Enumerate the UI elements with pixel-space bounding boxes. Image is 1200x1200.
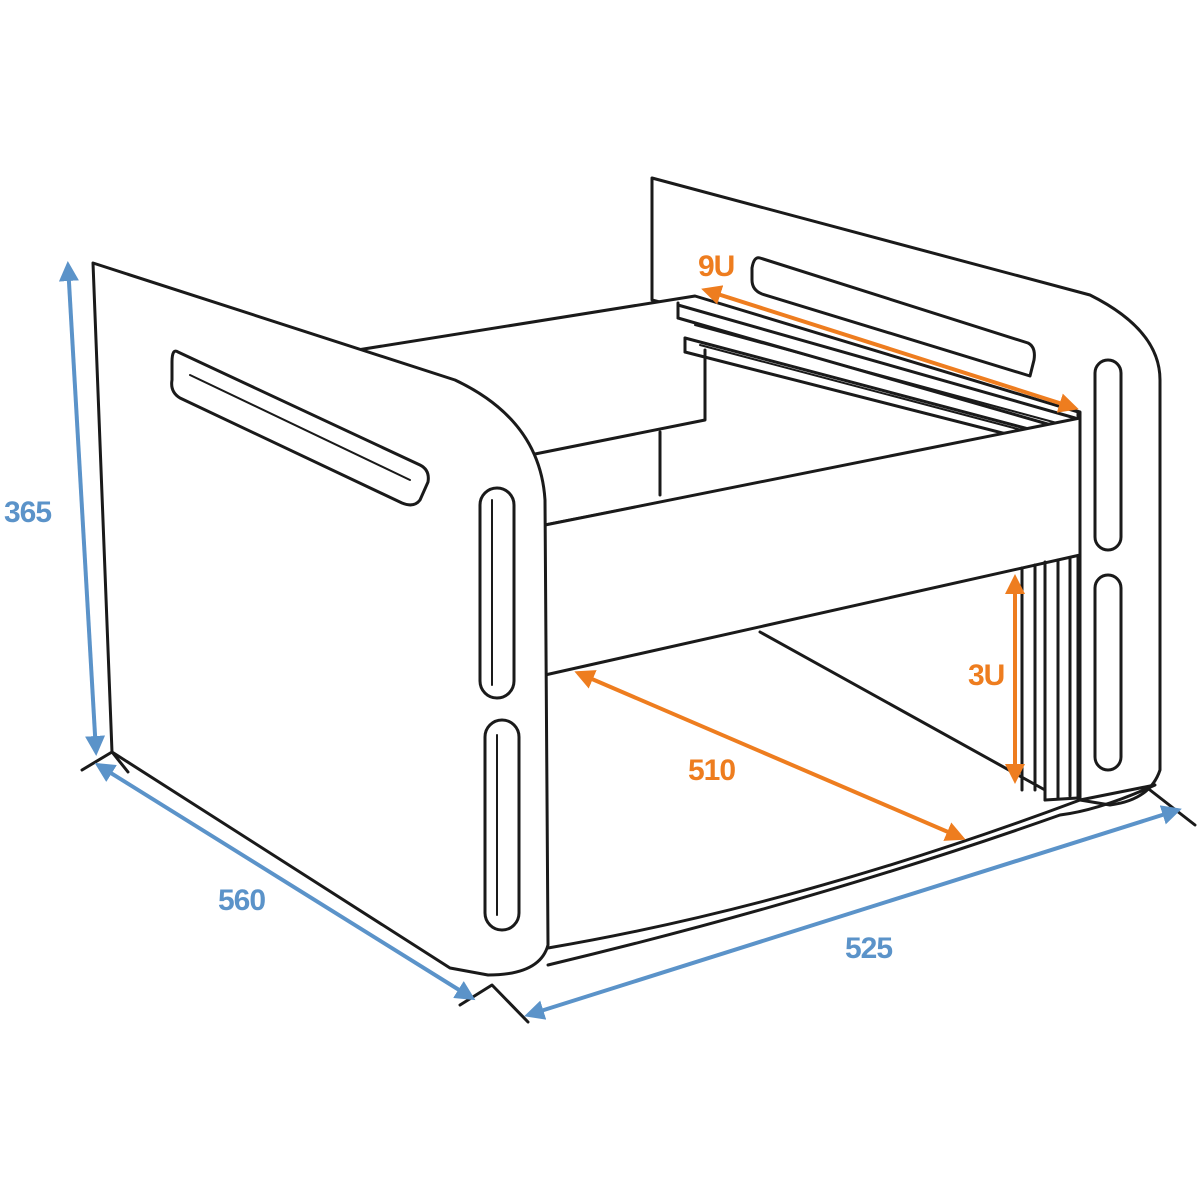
depth-label: 560 bbox=[218, 884, 265, 917]
width-dimension-line bbox=[524, 805, 1182, 1020]
corner-tick-right bbox=[1148, 788, 1197, 827]
inner-depth-label: 510 bbox=[688, 754, 735, 787]
height-dimension-line bbox=[58, 261, 106, 756]
top-rack-units-label: 9U bbox=[698, 250, 734, 283]
top-rack-dimension-line bbox=[701, 285, 1079, 413]
corner-tick-bottom bbox=[458, 983, 530, 1024]
width-label: 525 bbox=[845, 932, 892, 965]
bottom-rack-units-label: 3U bbox=[968, 659, 1004, 692]
height-label: 365 bbox=[4, 496, 51, 529]
inner-depth-dimension-line bbox=[574, 670, 966, 841]
depth-dimension-line bbox=[94, 762, 476, 1001]
